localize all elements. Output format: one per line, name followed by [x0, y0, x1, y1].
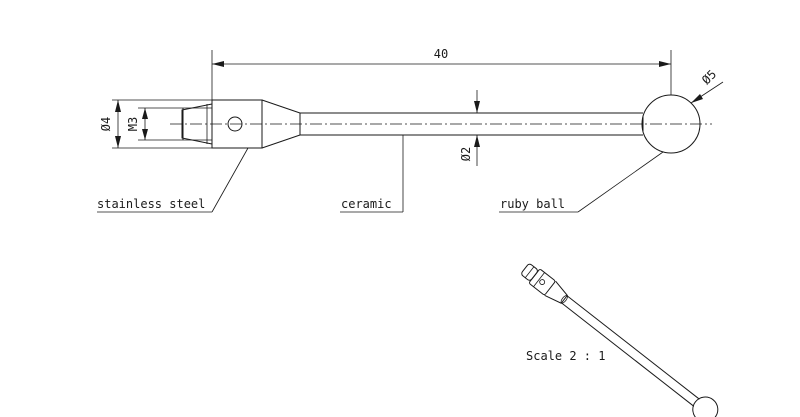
dimension-m3: M3 [126, 107, 183, 141]
length-dimension-label: 40 [434, 47, 448, 61]
ruby-ball-label: ruby ball [500, 197, 565, 211]
thread-label: M3 [126, 117, 140, 131]
dimension-diameter-5: Ø5 [690, 67, 724, 104]
callout-ceramic: ceramic [340, 135, 404, 213]
stainless-steel-label: stainless steel [97, 197, 205, 211]
stylus-profile [170, 94, 712, 154]
body-diameter-label: Ø4 [99, 117, 113, 131]
dimension-diameter-2: Ø2 [459, 90, 480, 166]
callout-stainless-steel: stainless steel [97, 147, 249, 213]
dimension-40: 40 [211, 47, 672, 100]
isometric-view [521, 263, 719, 417]
dimension-diameter-4: Ø4 [99, 99, 212, 149]
scale-label: Scale 2 : 1 [526, 349, 605, 363]
ceramic-label: ceramic [341, 197, 392, 211]
callout-ruby-ball: ruby ball [499, 151, 664, 213]
ball-diameter-label: Ø5 [699, 67, 719, 87]
stem-diameter-label: Ø2 [459, 147, 473, 161]
